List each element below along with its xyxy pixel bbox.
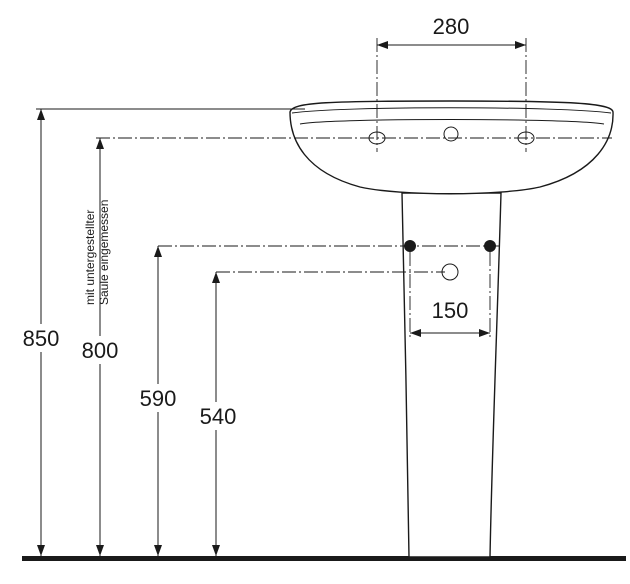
dim-280-arrow-left xyxy=(377,41,388,49)
floor-line xyxy=(22,556,626,561)
dim-850-arrow-bottom xyxy=(37,545,45,556)
dim-540-arrow-bottom xyxy=(212,545,220,556)
dim-590-label: 590 xyxy=(140,386,177,411)
note-line-2: Säule eingemessen xyxy=(97,200,111,305)
dim-540-label: 540 xyxy=(200,404,237,429)
dim-800-label: 800 xyxy=(82,338,119,363)
washbasin-rim xyxy=(291,107,612,114)
dim-850-arrow-top xyxy=(37,109,45,120)
dim-850-label: 850 xyxy=(23,326,60,351)
note-line-1: mit untergestellter xyxy=(83,210,97,305)
dim-150-arrow-right xyxy=(479,329,490,337)
washbasin-inner xyxy=(299,119,605,125)
pedestal-column xyxy=(401,192,502,558)
dim-590-arrow-top xyxy=(154,246,162,257)
center-tap-hole xyxy=(443,126,459,142)
dim-590-arrow-bottom xyxy=(154,545,162,556)
dim-540-arrow-top xyxy=(212,272,220,283)
dim-800-arrow-bottom xyxy=(96,545,104,556)
dim-280-arrow-right xyxy=(515,41,526,49)
washbasin-bowl xyxy=(289,100,614,195)
dim-800-arrow-top xyxy=(96,138,104,149)
dim-280-label: 280 xyxy=(433,14,470,39)
dim-150-label: 150 xyxy=(432,298,469,323)
measurement-note: mit untergestellter Säule eingemessen xyxy=(83,200,111,305)
dim-150-arrow-left xyxy=(410,329,421,337)
